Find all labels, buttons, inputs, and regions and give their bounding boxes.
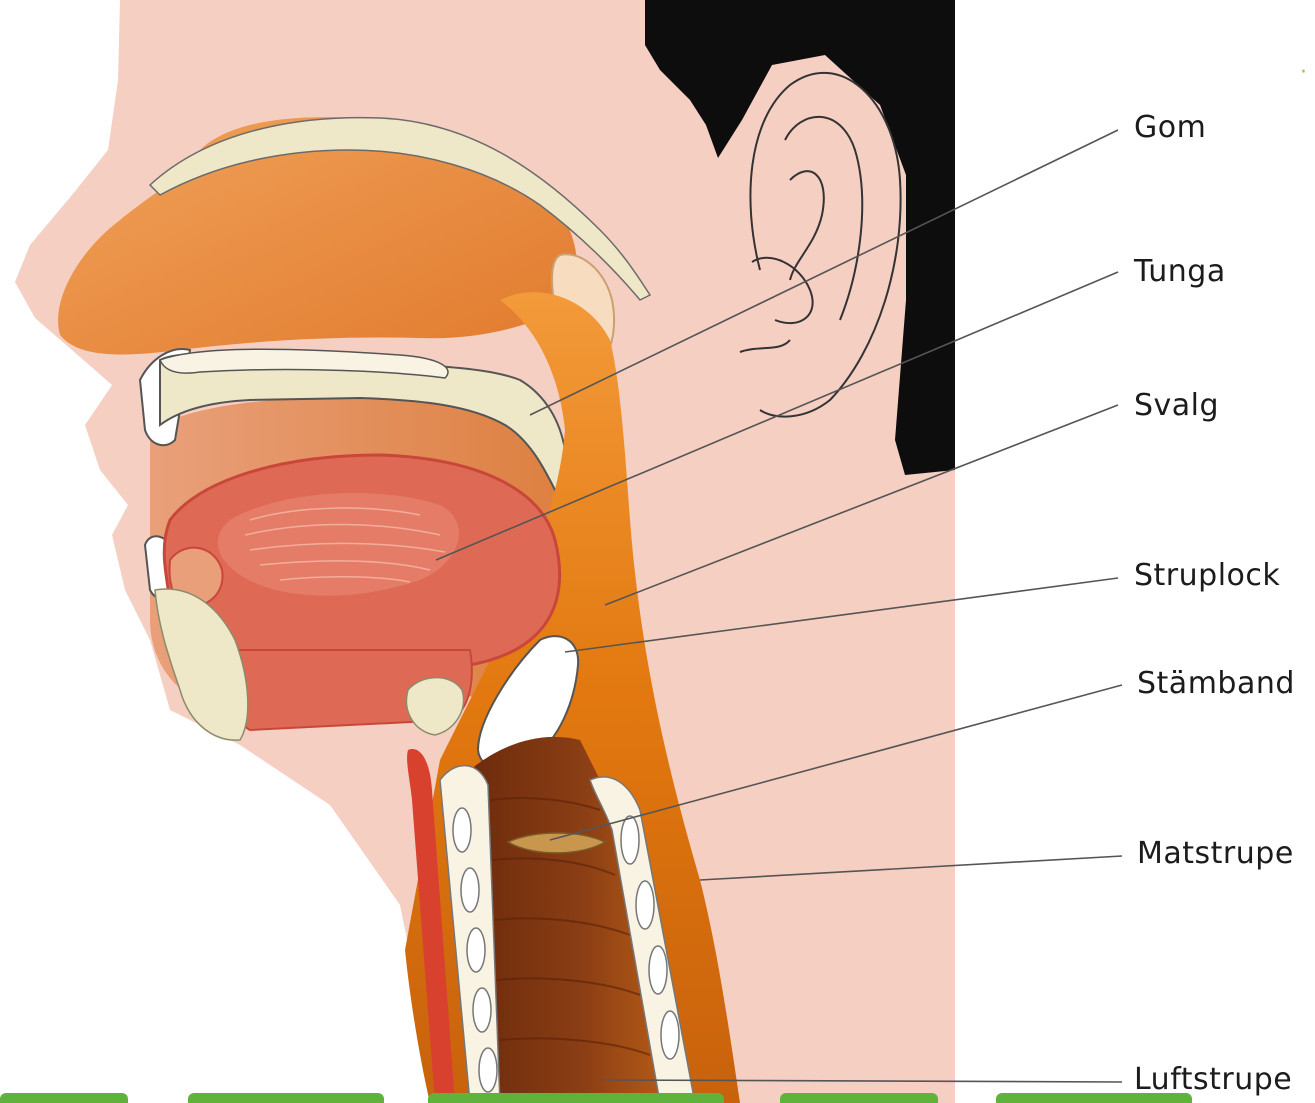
nav-tab-1[interactable] (0, 1093, 128, 1103)
label-tunga: Tunga (1134, 254, 1226, 289)
label-gom: Gom (1134, 110, 1206, 145)
label-svalg: Svalg (1134, 388, 1219, 423)
corner-mark: · (1300, 60, 1307, 85)
nav-tab-5[interactable] (996, 1093, 1192, 1103)
label-luftstrupe: Luftstrupe (1134, 1062, 1292, 1097)
nav-tab-2[interactable] (188, 1093, 384, 1103)
label-matstrupe: Matstrupe (1137, 836, 1294, 871)
nav-tab-3[interactable] (428, 1093, 724, 1103)
label-stamband: Stämband (1137, 666, 1295, 701)
nav-tab-4[interactable] (780, 1093, 938, 1103)
label-struplock: Struplock (1134, 558, 1280, 593)
